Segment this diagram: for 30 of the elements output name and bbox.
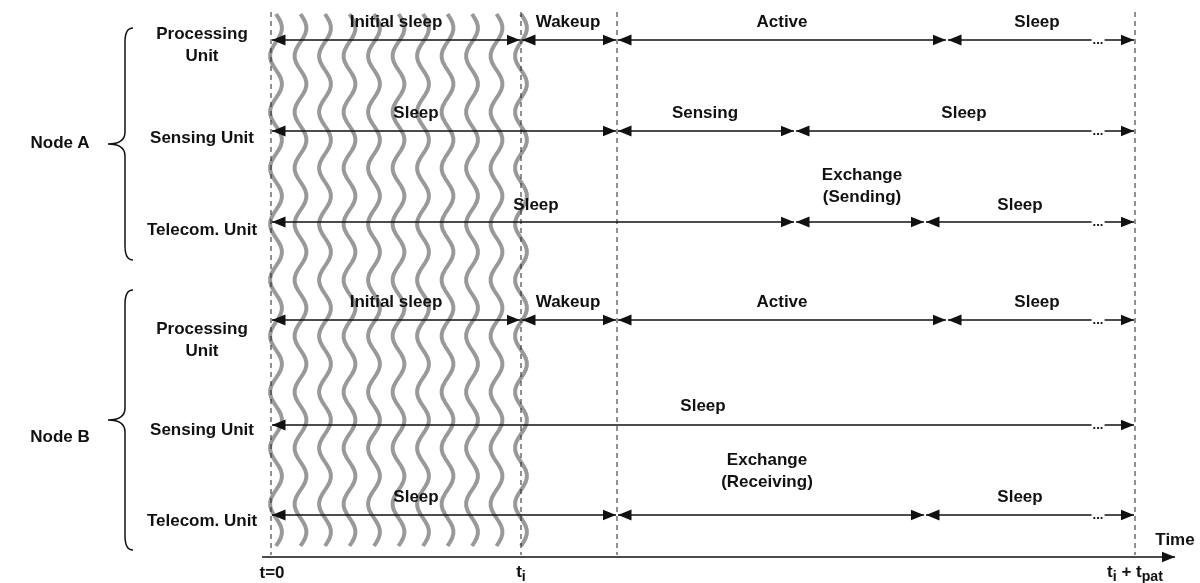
- state-label: Wakeup: [535, 10, 601, 33]
- state-label: Active: [756, 10, 808, 33]
- state-label: Sleep: [680, 394, 726, 417]
- time-mark: t$_{i}$: [516, 560, 526, 583]
- group-label: Node B: [30, 425, 90, 448]
- state-label: Sleep: [997, 485, 1043, 508]
- state-label: Wakeup: [535, 290, 601, 313]
- state-label: Initial sleep: [349, 290, 443, 313]
- time-mark: t$_{i}$ + t$_{pat}$: [1107, 560, 1163, 583]
- row-label: Sensing Unit: [149, 126, 255, 149]
- state-label: Exchange (Sending): [820, 163, 904, 208]
- state-label: Initial sleep: [349, 10, 443, 33]
- state-label: Active: [756, 290, 808, 313]
- row-label: Processing Unit: [155, 317, 249, 362]
- state-label: Sleep: [393, 485, 439, 508]
- state-label: Sleep: [941, 101, 987, 124]
- state-label: Sleep: [1014, 290, 1060, 313]
- state-label: Sleep: [997, 193, 1043, 216]
- state-label: Sensing: [671, 101, 739, 124]
- time-mark: t=0: [259, 561, 285, 583]
- row-label: Telecom. Unit: [145, 218, 259, 241]
- state-label: Sleep: [513, 193, 559, 216]
- axis-label: Time: [1155, 528, 1195, 551]
- row-label: Sensing Unit: [149, 418, 255, 441]
- group-label: Node A: [30, 131, 90, 154]
- state-label: Sleep: [393, 101, 439, 124]
- row-label: Telecom. Unit: [145, 509, 259, 532]
- state-label: Sleep: [1014, 10, 1060, 33]
- row-label: Processing Unit: [155, 22, 249, 67]
- state-label: Exchange (Receiving): [720, 448, 814, 493]
